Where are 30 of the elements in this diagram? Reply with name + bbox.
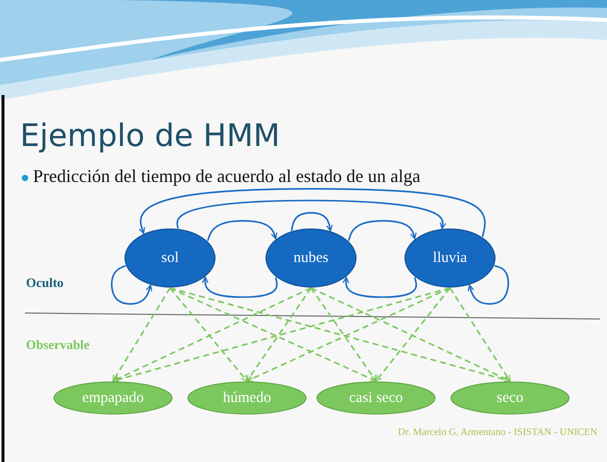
emission-arrow xyxy=(246,287,450,382)
transition-arrow xyxy=(348,220,417,242)
emission-arrow xyxy=(112,287,312,382)
bullet-text: Predicción del tiempo de acuerdo al estado de un alga xyxy=(33,166,420,187)
emission-arrow xyxy=(310,287,511,382)
transition-arrow xyxy=(290,212,333,232)
observation-ellipse: casi seco xyxy=(316,381,436,415)
slide-title: Ejemplo de HMM xyxy=(20,118,280,154)
layer-label: Observable xyxy=(26,337,90,353)
hidden-state-ellipse: lluvia xyxy=(404,228,496,288)
emission-arrow xyxy=(112,287,450,383)
transition-arrow xyxy=(468,265,510,305)
emission-arrow xyxy=(246,288,312,382)
emission-arrow xyxy=(169,288,248,382)
hidden-state-ellipse: sol xyxy=(124,228,216,288)
emission-arrow xyxy=(449,288,511,382)
transition-arrow xyxy=(110,265,152,305)
observation-ellipse: húmedo xyxy=(187,381,307,415)
observation-ellipse: empapado xyxy=(53,381,173,415)
transition-arrow xyxy=(206,220,278,242)
transition-arrow xyxy=(342,276,418,298)
footer-text: Dr. Marcelo G. Armentano - ISISTAN - UNICEN xyxy=(398,427,598,438)
emission-arrow xyxy=(375,288,451,382)
observation-ellipse: seco xyxy=(450,381,570,415)
emission-arrow xyxy=(112,288,171,382)
layer-label: Oculto xyxy=(26,275,64,291)
emission-arrow xyxy=(310,288,377,382)
hidden-state-ellipse: nubes xyxy=(265,228,357,288)
transition-arrow xyxy=(138,188,486,237)
emission-arrow xyxy=(170,287,377,382)
